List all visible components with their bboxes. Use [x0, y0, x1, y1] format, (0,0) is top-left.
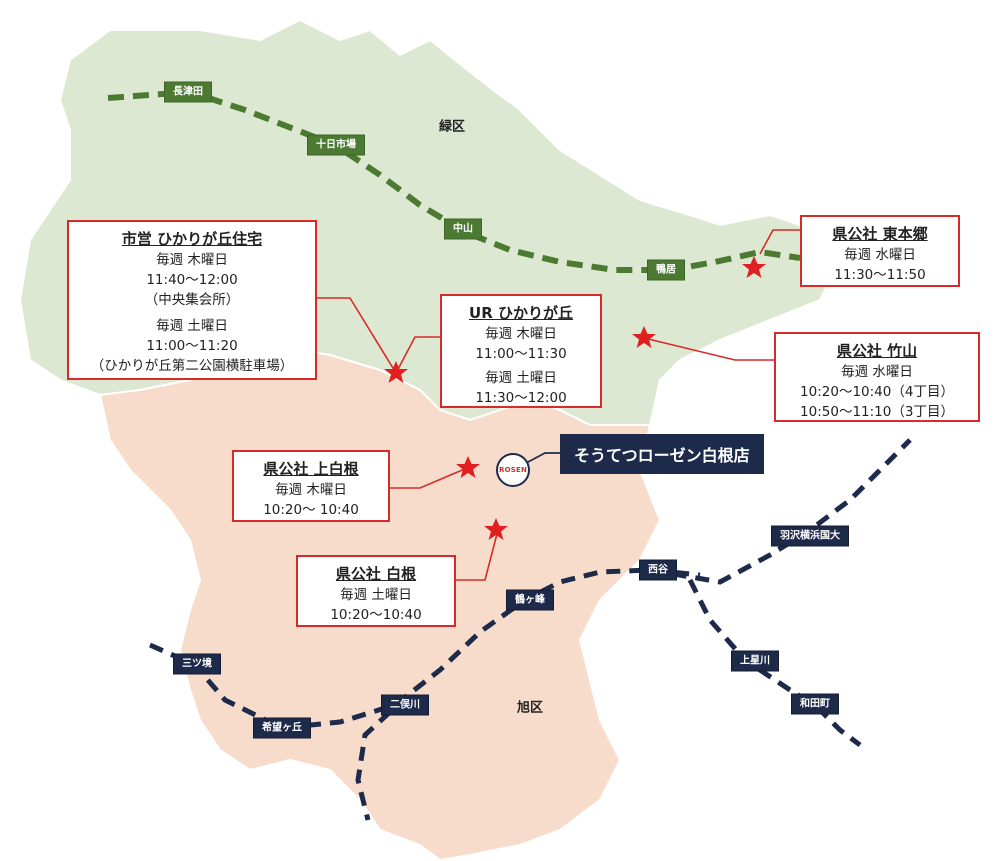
station-wadamachi[interactable]: 和田町 — [791, 693, 839, 715]
green-rail-line — [107, 88, 801, 273]
callout-line: 11:30～12:00 — [475, 390, 567, 406]
callout-hikarigaoka-city: 市営 ひかりが丘住宅 毎週 木曜日 11:40～12:00 （中央集会所） 毎週… — [67, 220, 317, 380]
station-mitsukyo[interactable]: 三ツ境 — [173, 653, 221, 675]
callout-line: 毎週 土曜日 — [156, 318, 228, 334]
navy-rail-yokohama — [687, 578, 862, 747]
callout-title: 県公社 白根 — [335, 565, 417, 583]
callout-line: 毎週 木曜日 — [485, 326, 557, 342]
star-marker-shirane[interactable] — [484, 518, 508, 540]
callout-line: 毎週 土曜日 — [485, 370, 557, 386]
callout-takeyama: 県公社 竹山 毎週 水曜日 10:20～10:40（4丁目） 10:50～11:… — [774, 332, 980, 422]
callout-ur-hikarigaoka: UR ひかりが丘 毎週 木曜日 11:00～11:30 毎週 土曜日 11:30… — [440, 294, 602, 408]
callout-line: 11:00～11:20 — [146, 338, 238, 354]
callout-line: 10:20～10:40（4丁目） — [800, 384, 954, 400]
callout-title: 県公社 竹山 — [836, 342, 918, 360]
callout-title: 市営 ひかりが丘住宅 — [121, 230, 263, 248]
station-nishiya[interactable]: 西谷 — [639, 559, 677, 581]
station-futamatagawa[interactable]: 二俣川 — [381, 694, 429, 716]
navy-rail-main — [148, 567, 701, 731]
location-stars — [384, 256, 766, 540]
callout-line: 10:20～ 10:40 — [263, 502, 359, 518]
navy-rail-hazawa — [649, 438, 912, 585]
callout-line: 毎週 土曜日 — [340, 587, 412, 603]
star-marker-higashihongo[interactable] — [742, 256, 766, 278]
star-marker-hikarigaoka[interactable] — [384, 361, 408, 383]
station-kibogaoka[interactable]: 希望ヶ丘 — [253, 717, 311, 739]
station-kamoi[interactable]: 鴨居 — [647, 259, 685, 281]
callout-line: 11:00～11:30 — [475, 346, 567, 362]
callout-title: UR ひかりが丘 — [469, 304, 573, 322]
store-name-label[interactable]: そうてつローゼン白根店 — [560, 434, 764, 474]
callout-line: 毎週 水曜日 — [841, 364, 913, 380]
district-label-midori: 緑区 — [438, 119, 466, 135]
navy-rail-branch — [355, 710, 392, 821]
station-hazawa[interactable]: 羽沢横浜国大 — [771, 525, 849, 547]
station-nakayama[interactable]: 中山 — [444, 218, 482, 240]
callout-line: 10:20～10:40 — [330, 607, 422, 623]
star-marker-kamishirane[interactable] — [456, 456, 480, 478]
callout-line: （中央集会所） — [144, 292, 240, 308]
callout-line: 11:30～11:50 — [834, 267, 926, 283]
callout-line: 10:50～11:10（3丁目） — [800, 404, 954, 420]
callout-higashihongo: 県公社 東本郷 毎週 水曜日 11:30～11:50 — [800, 215, 960, 287]
station-kamihoshikawa[interactable]: 上星川 — [731, 650, 779, 672]
callout-line: （ひかりが丘第二公園横駐車場） — [90, 358, 294, 374]
station-tokaichiba[interactable]: 十日市場 — [307, 134, 365, 156]
callout-kamishirane: 県公社 上白根 毎週 木曜日 10:20～ 10:40 — [232, 450, 390, 522]
callout-title: 県公社 東本郷 — [832, 225, 928, 243]
station-tsurugamine[interactable]: 鶴ヶ峰 — [506, 589, 554, 611]
callout-title: 県公社 上白根 — [263, 460, 359, 478]
station-nagatsuta[interactable]: 長津田 — [164, 81, 212, 103]
callout-shirane: 県公社 白根 毎週 土曜日 10:20～10:40 — [296, 555, 456, 627]
callout-line: 毎週 水曜日 — [844, 247, 916, 263]
callout-line: 毎週 木曜日 — [275, 482, 347, 498]
star-marker-takeyama[interactable] — [632, 326, 656, 348]
store-logo-icon[interactable]: ROSEN — [496, 453, 530, 487]
callout-line: 11:40～12:00 — [146, 272, 238, 288]
callout-line: 毎週 木曜日 — [156, 252, 228, 268]
store-logo-text: ROSEN — [498, 466, 528, 474]
district-label-asahi: 旭区 — [516, 700, 544, 716]
